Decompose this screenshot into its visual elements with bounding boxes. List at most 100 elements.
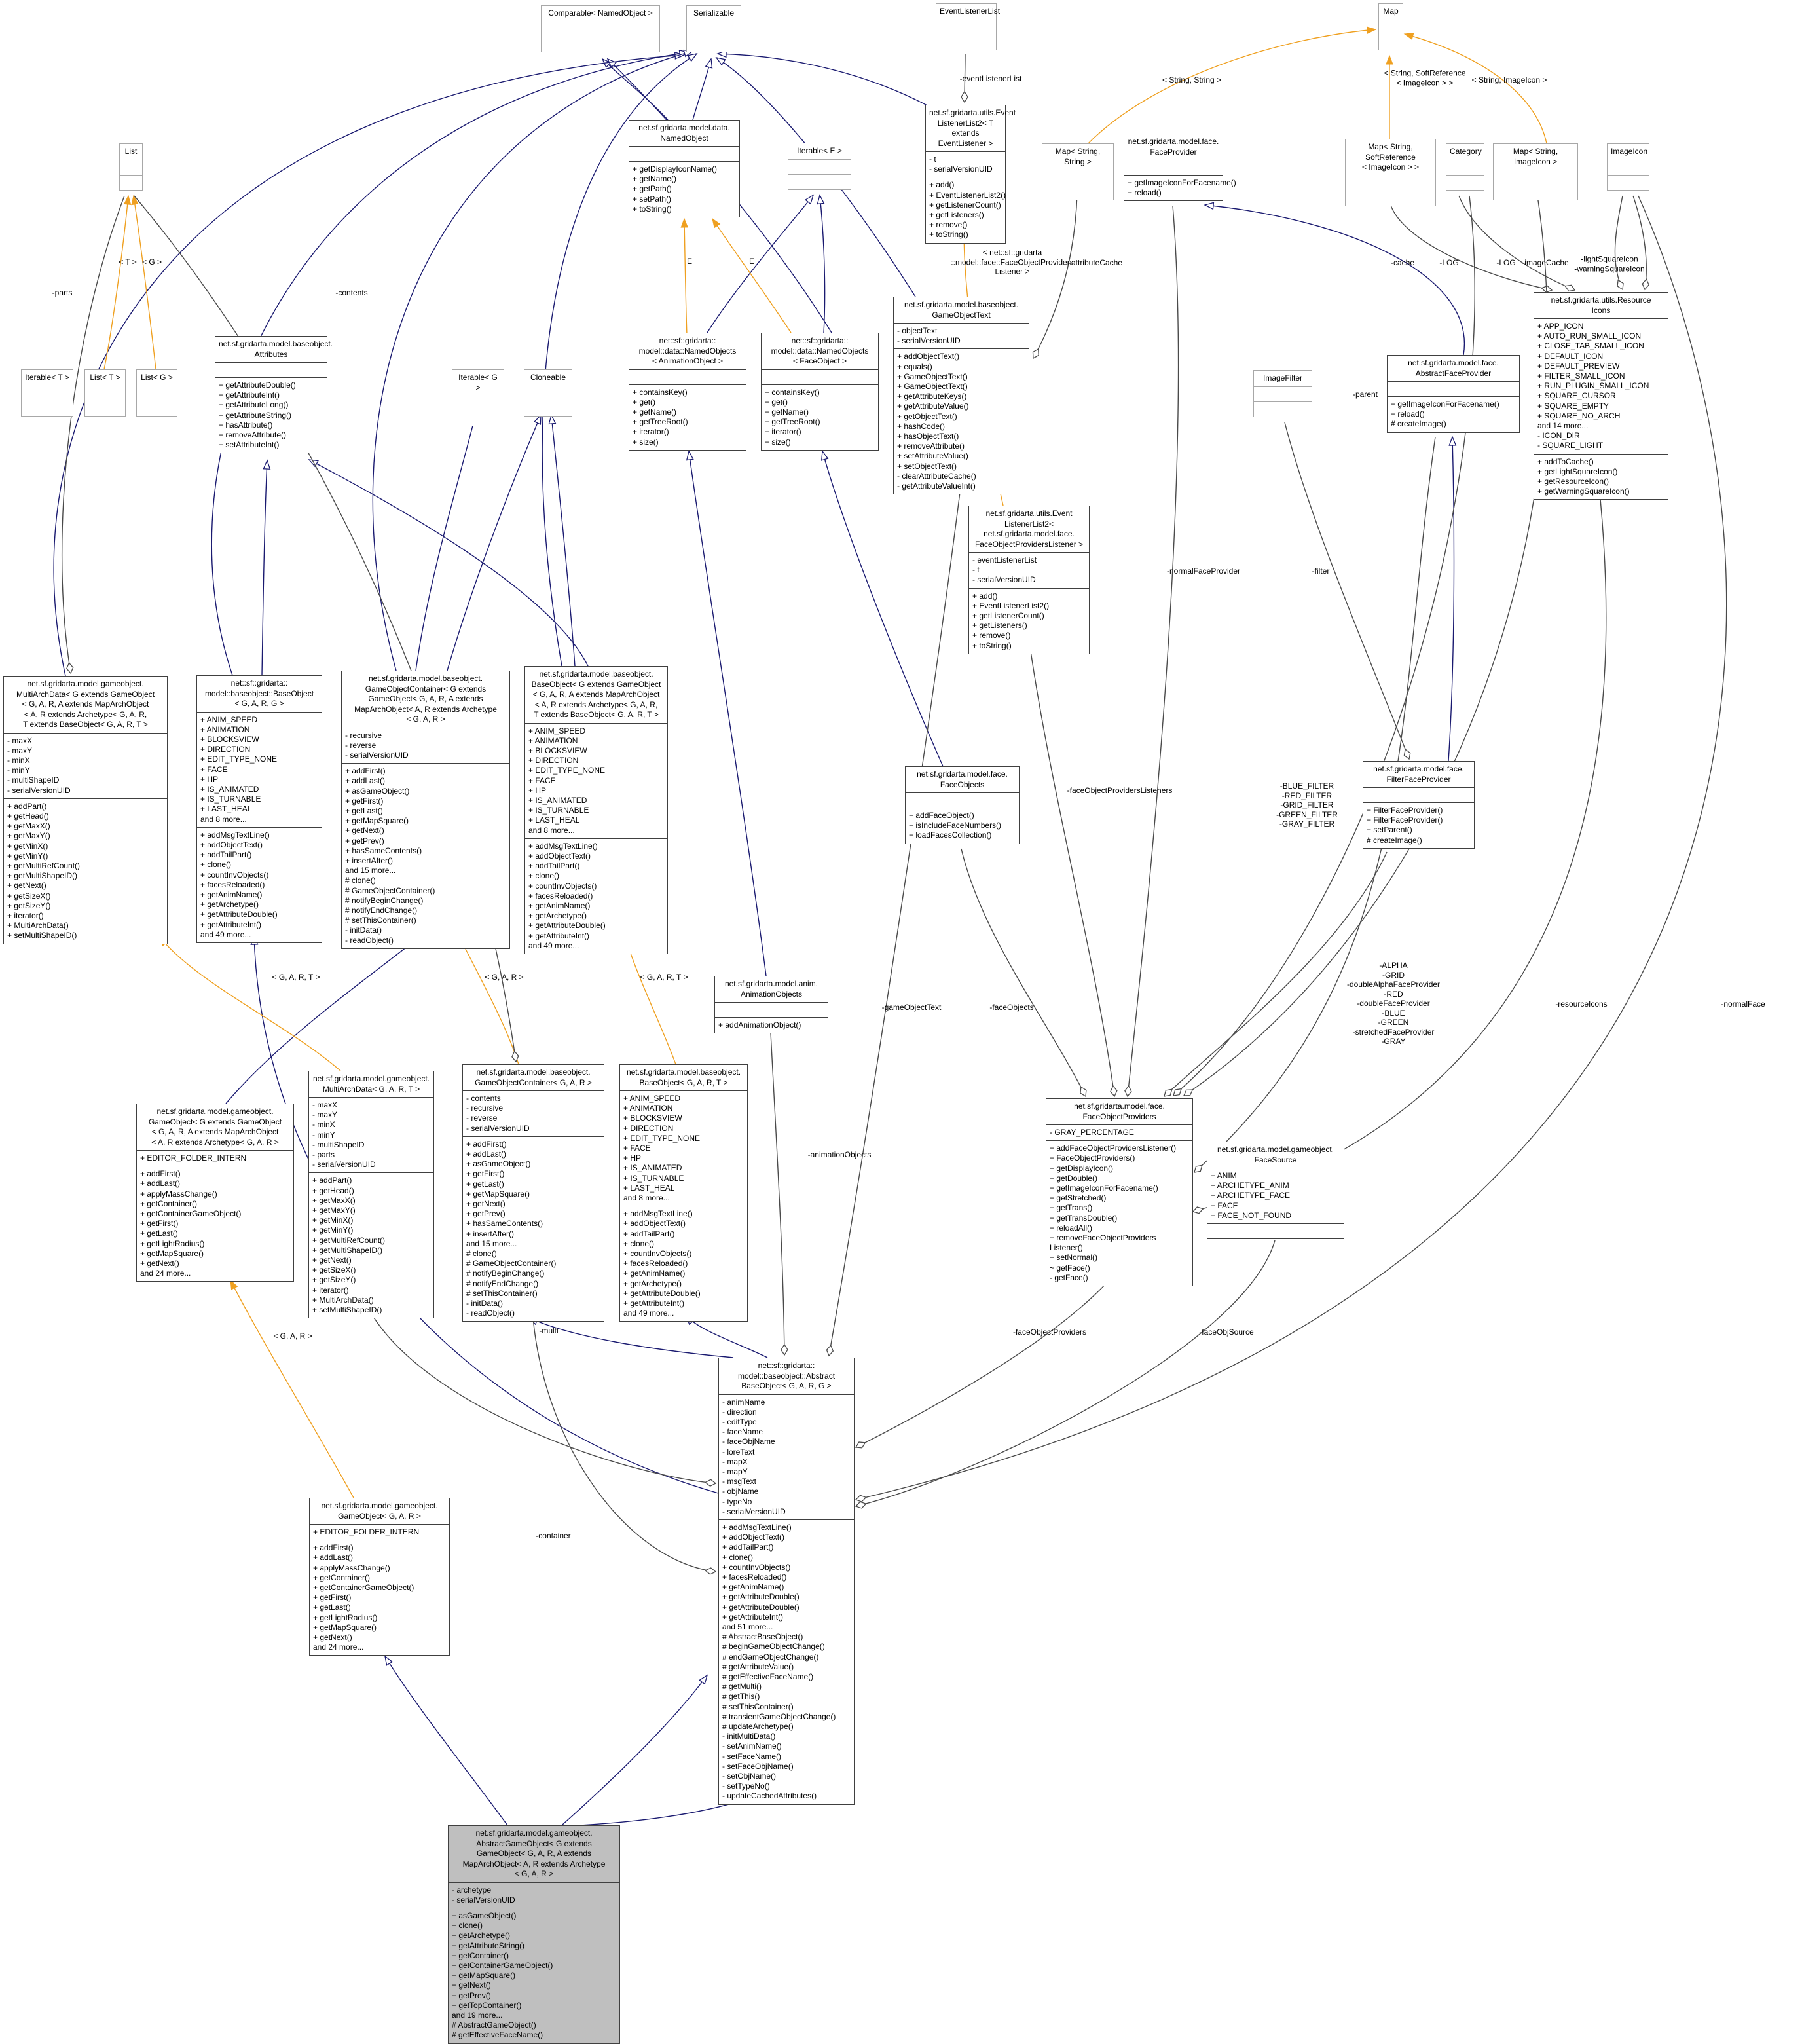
edge-label: -imageCache bbox=[1522, 258, 1568, 268]
class-filter-face-provider[interactable]: net.sf.gridarta.model.face.FilterFacePro… bbox=[1363, 761, 1475, 849]
class-title: net.sf.gridarta.model.face.AbstractFaceP… bbox=[1388, 356, 1519, 382]
attribute-line: + ARCHETYPE_ANIM bbox=[1211, 1181, 1289, 1191]
class-face-provider[interactable]: net.sf.gridarta.model.face.FaceProvider+… bbox=[1124, 134, 1236, 202]
class-cloneable[interactable]: Cloneable bbox=[524, 369, 572, 417]
class-face-object-providers[interactable]: net.sf.gridarta.model.face.FaceObjectPro… bbox=[1046, 1098, 1193, 1287]
method-line: + getArchetype() bbox=[623, 1278, 682, 1288]
method-line: + getTreeRoot() bbox=[765, 417, 820, 427]
edge-label: < net::sf::gridarta::model::face::FaceOb… bbox=[951, 248, 1073, 276]
attribute-line: - minY bbox=[7, 766, 30, 775]
class-face-source[interactable]: net.sf.gridarta.model.gameobject.FaceSou… bbox=[1207, 1142, 1344, 1240]
attribute-line: + IS_ANIMATED bbox=[200, 784, 259, 794]
class-game-object-container-small[interactable]: net.sf.gridarta.model.baseobject.GameObj… bbox=[462, 1064, 604, 1322]
class-named-object[interactable]: net.sf.gridarta.model.data.NamedObject+ … bbox=[629, 120, 740, 218]
attributes-compartment bbox=[629, 147, 739, 162]
class-base-object-g[interactable]: net::sf::gridarta::model::baseobject::Ba… bbox=[196, 675, 322, 943]
class-title: Category bbox=[1446, 144, 1484, 160]
class-face-objects[interactable]: net.sf.gridarta.model.face.FaceObjects+ … bbox=[905, 766, 1020, 844]
aggregation-edge bbox=[1632, 195, 1646, 289]
class-game-object-text[interactable]: net.sf.gridarta.model.baseobject.GameObj… bbox=[893, 297, 1029, 495]
method-line: # notifyEndChange() bbox=[345, 905, 418, 915]
attribute-line: + IS_ANIMATED bbox=[528, 795, 587, 805]
method-line: + getWarningSquareIcon() bbox=[1537, 487, 1630, 496]
class-map-string-string[interactable]: Map< String, String > bbox=[1042, 143, 1114, 200]
methods-compartment: + containsKey()+ get()+ getName()+ getTr… bbox=[762, 385, 878, 450]
class-title-line: MultiArchData< G extends GameObject bbox=[16, 689, 155, 699]
class-category[interactable]: Category bbox=[1446, 143, 1484, 191]
method-line: + GameObjectText() bbox=[897, 382, 968, 392]
method-line: + getHead() bbox=[312, 1185, 354, 1195]
class-title-line: net.sf.gridarta.utils.Resource bbox=[1551, 295, 1651, 305]
class-image-filter[interactable]: ImageFilter bbox=[1253, 370, 1312, 417]
inheritance-edge bbox=[261, 459, 271, 676]
method-line: + clone() bbox=[528, 871, 560, 881]
method-line: + facesReloaded() bbox=[623, 1259, 688, 1269]
class-iterable-e[interactable]: Iterable< E > bbox=[788, 143, 851, 190]
class-named-objects-animation[interactable]: net::sf::gridarta::model::data::NamedObj… bbox=[629, 333, 746, 451]
method-line: + addPart() bbox=[312, 1176, 352, 1185]
class-attributes[interactable]: net.sf.gridarta.model.baseobject.Attribu… bbox=[215, 336, 333, 454]
class-serializable[interactable]: Serializable bbox=[686, 5, 741, 52]
attribute-line: + FACE bbox=[623, 1143, 651, 1153]
method-line: + addObjectText() bbox=[722, 1533, 785, 1542]
aggregation-edge bbox=[532, 1317, 716, 1572]
method-line: # getEffectiveFaceName() bbox=[722, 1671, 814, 1681]
class-title-line: net.sf.gridarta.model.face. bbox=[1408, 358, 1499, 367]
class-named-objects-face[interactable]: net::sf::gridarta::model::data::NamedObj… bbox=[761, 333, 879, 451]
attribute-line: - contents bbox=[466, 1094, 501, 1103]
method-line: + getAttributeKeys() bbox=[897, 392, 967, 401]
attribute-line: + FACE bbox=[528, 775, 556, 785]
attributes-compartment bbox=[936, 20, 996, 35]
class-iterable-t[interactable]: Iterable< T > bbox=[21, 369, 73, 417]
edge-label: -LOG bbox=[1496, 258, 1515, 268]
class-event-listener-list[interactable]: EventListenerList bbox=[936, 3, 1000, 50]
class-game-object-container-big[interactable]: net.sf.gridarta.model.baseobject.GameObj… bbox=[341, 671, 510, 949]
class-list-g[interactable]: List< G > bbox=[136, 369, 177, 417]
aggregation-edge bbox=[1389, 200, 1552, 290]
method-line: + getSizeX() bbox=[7, 891, 51, 901]
method-line: + removeAttribute() bbox=[897, 441, 965, 451]
class-list[interactable]: List bbox=[119, 143, 143, 191]
method-line: + getMultiRefCount() bbox=[312, 1235, 386, 1245]
method-line: - setTypeNo() bbox=[722, 1781, 770, 1791]
class-title-line: net.sf.gridarta.model.face. bbox=[917, 770, 1008, 779]
method-line: + getMultiShapeID() bbox=[312, 1245, 383, 1255]
method-line: - setObjName() bbox=[722, 1772, 777, 1781]
aggregation-edge bbox=[1027, 632, 1114, 1096]
method-line: # AbstractBaseObject() bbox=[722, 1632, 803, 1642]
class-base-object-small[interactable]: net.sf.gridarta.model.baseobject.BaseObj… bbox=[619, 1064, 748, 1322]
class-map-softreference[interactable]: Map< String, SoftReference< ImageIcon > … bbox=[1345, 139, 1436, 206]
class-animation-objects[interactable]: net.sf.gridarta.model.anim.AnimationObje… bbox=[714, 976, 828, 1034]
method-line: + getContainerGameObject() bbox=[313, 1583, 414, 1593]
class-title: net::sf::gridarta::model::data::NamedObj… bbox=[762, 333, 878, 370]
methods-compartment bbox=[1254, 402, 1312, 417]
class-map-imageicon[interactable]: Map< String, ImageIcon > bbox=[1493, 143, 1578, 200]
method-line: + setAttributeInt() bbox=[219, 440, 280, 450]
method-line: + countInvObjects() bbox=[722, 1562, 791, 1572]
class-title-line: < AnimationObject > bbox=[652, 356, 724, 365]
class-game-object-small[interactable]: net.sf.gridarta.model.gameobject.GameObj… bbox=[309, 1498, 450, 1656]
method-line: + reloadAll() bbox=[1050, 1223, 1093, 1233]
attribute-line: - maxY bbox=[7, 745, 33, 755]
aggregation-edge bbox=[770, 1032, 784, 1355]
class-map[interactable]: Map bbox=[1378, 3, 1403, 50]
class-list-t[interactable]: List< T > bbox=[84, 369, 126, 417]
inheritance-edge bbox=[716, 50, 929, 107]
class-iterable-g[interactable]: Iterable< G > bbox=[452, 369, 504, 426]
class-multi-arch-data-big[interactable]: net.sf.gridarta.model.gameobject.MultiAr… bbox=[3, 676, 168, 944]
class-base-object-big[interactable]: net.sf.gridarta.model.baseobject.BaseObj… bbox=[524, 666, 668, 954]
class-abstract-game-object[interactable]: net.sf.gridarta.model.gameobject.Abstrac… bbox=[448, 1825, 620, 2044]
class-multi-arch-data-small[interactable]: net.sf.gridarta.model.gameobject.MultiAr… bbox=[308, 1071, 434, 1319]
class-game-object-big[interactable]: net.sf.gridarta.model.gameobject.GameObj… bbox=[136, 1104, 294, 1282]
class-abstract-base-object[interactable]: net::sf::gridarta::model::baseobject::Ab… bbox=[718, 1358, 855, 1805]
class-abstract-face-provider[interactable]: net.sf.gridarta.model.face.AbstractFaceP… bbox=[1387, 355, 1520, 433]
attribute-line: + DIRECTION bbox=[528, 756, 579, 766]
class-imageicon[interactable]: ImageIcon bbox=[1607, 143, 1649, 191]
attribute-line: - eventListenerList bbox=[972, 555, 1037, 565]
class-title-line: net.sf.gridarta.model.baseobject. bbox=[368, 674, 483, 683]
class-comparable[interactable]: Comparable< NamedObject > bbox=[541, 5, 660, 52]
